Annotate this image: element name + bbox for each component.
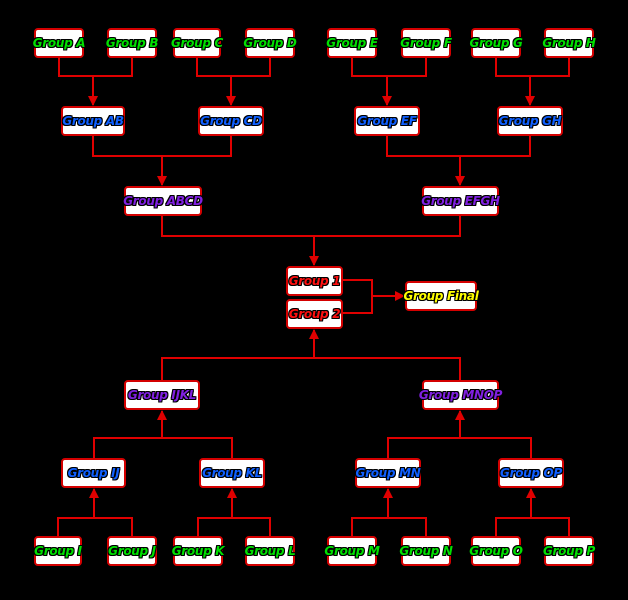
conn-gh-right — [530, 58, 570, 77]
node-group-2: Group 2 — [286, 299, 343, 329]
conn-bottom-semi-left — [161, 357, 314, 380]
node-group-efgh: Group EFGH — [421, 186, 500, 216]
conn-gh-left — [495, 58, 530, 77]
conn-op-left — [495, 517, 531, 536]
node-group-gh: Group GH — [497, 106, 563, 136]
conn-mn-right — [388, 517, 427, 536]
node-group-ef: Group EF — [354, 106, 420, 136]
conn-mnop-right — [460, 437, 532, 458]
node-group-ab: Group AB — [61, 106, 125, 136]
conn-top-semi-left — [161, 216, 314, 237]
node-group-mnop: Group MNOP — [419, 380, 502, 410]
conn-efgh-left — [386, 136, 460, 157]
conn-op-right — [531, 517, 570, 536]
node-group-g: Group G — [469, 28, 523, 58]
node-group-final: Group Final — [403, 281, 479, 311]
conn-cd-right — [231, 58, 271, 77]
node-group-f: Group F — [400, 28, 452, 58]
node-group-l: Group L — [245, 536, 296, 566]
conn-efgh-right — [460, 136, 531, 157]
node-group-p: Group P — [543, 536, 595, 566]
conn-ijkl-right — [162, 437, 233, 458]
node-group-k: Group K — [172, 536, 225, 566]
conn-ijkl-left — [93, 437, 162, 458]
conn-ab-left — [58, 58, 93, 77]
node-group-b: Group B — [106, 28, 158, 58]
conn-ab-right — [93, 58, 133, 77]
node-group-cd: Group CD — [198, 106, 264, 136]
node-group-d: Group D — [243, 28, 297, 58]
node-group-ij: Group IJ — [61, 458, 126, 488]
node-group-kl: Group KL — [199, 458, 265, 488]
conn-mn-left — [351, 517, 388, 536]
node-group-h: Group H — [542, 28, 596, 58]
node-group-j: Group J — [107, 536, 157, 566]
node-group-abcd: Group ABCD — [123, 186, 203, 216]
conn-kl-left — [197, 517, 232, 536]
conn-bottom-semi-right — [314, 357, 461, 380]
node-group-i: Group I — [34, 536, 82, 566]
conn-ef-left — [351, 58, 387, 77]
conn-ef-right — [387, 58, 427, 77]
conn-g2-final — [343, 296, 373, 314]
node-group-1: Group 1 — [286, 266, 343, 296]
node-group-ijkl: Group IJKL — [124, 380, 200, 410]
conn-kl-right — [232, 517, 271, 536]
conn-abcd-right — [162, 136, 232, 157]
node-group-a: Group A — [33, 28, 86, 58]
node-group-e: Group E — [326, 28, 378, 58]
node-group-m: Group M — [324, 536, 380, 566]
node-group-o: Group O — [469, 536, 523, 566]
conn-top-semi-right — [314, 216, 461, 237]
conn-ij-left — [57, 517, 94, 536]
conn-g1-final — [343, 279, 373, 296]
node-group-n: Group N — [399, 536, 453, 566]
node-group-op: Group OP — [498, 458, 564, 488]
conn-mnop-left — [387, 437, 460, 458]
conn-ij-right — [94, 517, 133, 536]
conn-cd-left — [196, 58, 231, 77]
node-group-mn: Group MN — [355, 458, 421, 488]
node-group-c: Group C — [171, 28, 223, 58]
conn-abcd-left — [92, 136, 162, 157]
